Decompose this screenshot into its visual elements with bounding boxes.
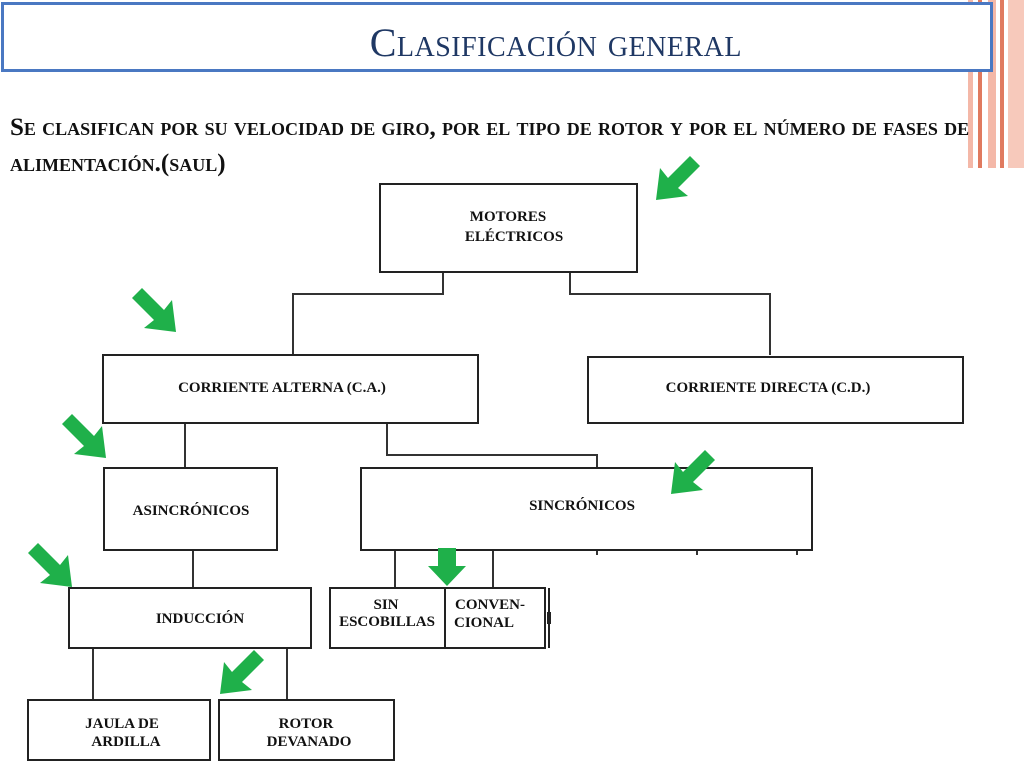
arrow-icon xyxy=(28,543,72,587)
label-sincronicos: SINCRÓNICOS xyxy=(529,497,635,514)
label-induccion: INDUCCIÓN xyxy=(156,610,245,627)
label-asincronicos: ASINCRÓNICOS xyxy=(133,502,250,519)
node-labels: MOTORES ELÉCTRICOS CORRIENTE ALTERNA (C.… xyxy=(85,209,870,750)
connector-line xyxy=(386,423,598,468)
arrow-icon xyxy=(132,288,176,332)
label-sin-1: SIN xyxy=(373,597,398,613)
node-sincronicos xyxy=(360,467,813,551)
stripe xyxy=(978,0,982,168)
label-conv-1: CONVEN- xyxy=(455,597,525,613)
label-rotor-1: ROTOR xyxy=(279,716,334,732)
stripe xyxy=(1008,0,1024,168)
label-motores-2: ELÉCTRICOS xyxy=(465,228,563,245)
title-bar: Clasificación general xyxy=(1,2,993,72)
stripe xyxy=(988,0,996,168)
node-ca xyxy=(102,354,479,424)
node-jaula-ardilla xyxy=(27,699,211,761)
arrow-icon xyxy=(220,650,264,694)
stripe xyxy=(968,0,973,168)
node-induccion xyxy=(68,587,312,649)
arrow-icon xyxy=(62,414,106,458)
label-rotor-2: DEVANADO xyxy=(267,734,352,750)
arrow-icon xyxy=(428,548,466,586)
connector-line xyxy=(292,272,444,355)
node-asincronicos xyxy=(103,467,278,551)
subtitle-text: Se clasifican por su velocidad de giro, … xyxy=(10,114,970,177)
node-cd xyxy=(587,356,964,424)
page-title: Clasificación general xyxy=(369,20,742,65)
label-ca: CORRIENTE ALTERNA (C.A.) xyxy=(178,380,386,396)
label-cd: CORRIENTE DIRECTA (C.D.) xyxy=(666,380,871,396)
decorative-stripes xyxy=(968,0,1024,168)
label-sin-2: ESCOBILLAS xyxy=(339,614,435,630)
node-rotor-devanado xyxy=(218,699,395,761)
label-jaula-1: JAULA DE xyxy=(85,716,159,732)
node-convencional xyxy=(444,587,546,649)
node-boxes xyxy=(27,183,964,761)
stripe xyxy=(1000,0,1004,168)
label-jaula-2: ARDILLA xyxy=(91,734,160,750)
node-motores xyxy=(379,183,638,273)
label-conv-2: CIONAL xyxy=(454,615,514,631)
arrow-icon xyxy=(656,156,700,200)
connector-line xyxy=(569,272,771,355)
label-motores-1: MOTORES xyxy=(470,209,546,225)
clipped-box-mark xyxy=(547,612,551,624)
